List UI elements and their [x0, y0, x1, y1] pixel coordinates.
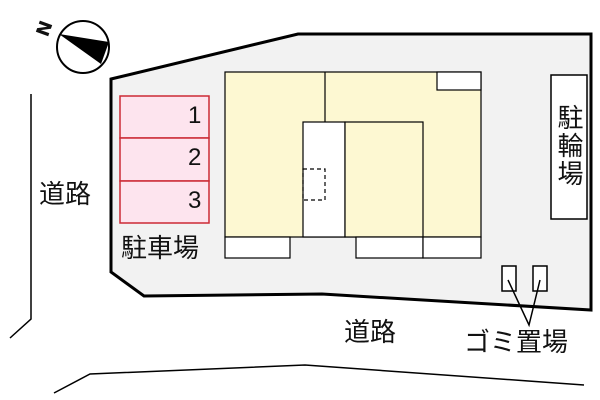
- parking-number-2: 2: [188, 144, 202, 171]
- corridor: [302, 121, 346, 238]
- north-arrow-icon: [56, 20, 110, 74]
- garbage-bin-2: [532, 265, 548, 292]
- parking-area: [119, 95, 210, 224]
- balcony-1: [224, 236, 291, 259]
- building-notch: [436, 71, 482, 91]
- garbage-pointer: [507, 279, 541, 328]
- parking-space-1: [119, 95, 210, 139]
- bicycle-parking-label: 駐輪場: [553, 104, 583, 188]
- parking-number-3: 3: [188, 187, 202, 214]
- garbage-label: ゴミ置場: [464, 328, 569, 358]
- road-south-edge: [53, 364, 585, 394]
- garbage-bin-1: [501, 265, 517, 292]
- parking-space-3: [119, 180, 210, 224]
- stairs-dashed: [302, 168, 326, 201]
- balcony-2: [355, 236, 424, 259]
- balcony-3: [422, 236, 482, 259]
- inner-unit: [344, 121, 424, 238]
- bicycle-parking: [550, 74, 588, 220]
- parking-space-2: [119, 137, 210, 182]
- road-west-label: 道路: [39, 180, 92, 210]
- parking-label: 駐車場: [121, 234, 200, 264]
- parking-number-1: 1: [188, 102, 202, 129]
- road-west-edge: [9, 94, 32, 339]
- road-south-label: 道路: [344, 318, 397, 348]
